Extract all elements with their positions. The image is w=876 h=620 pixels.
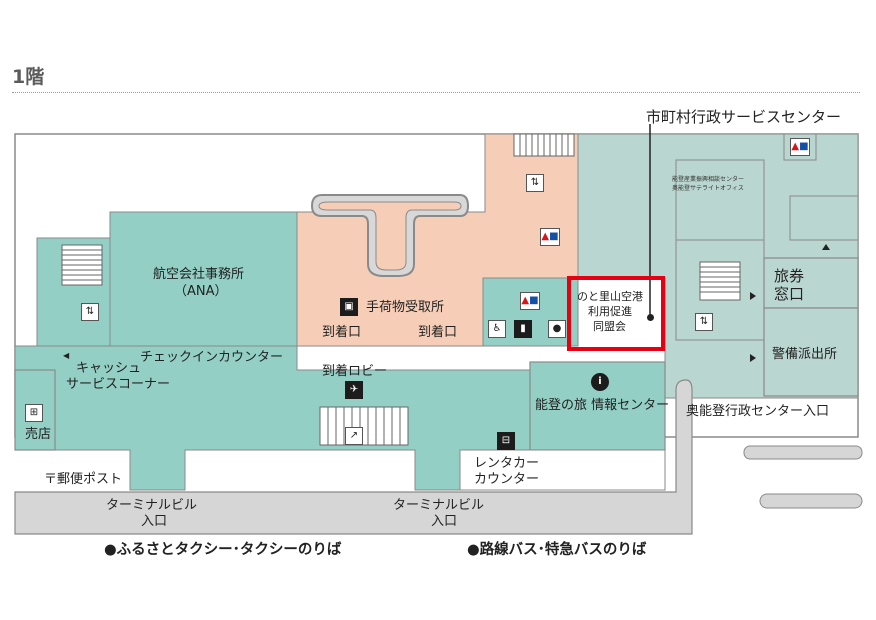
cashing-label-2: サービスコーナー: [66, 377, 171, 392]
city-service-center-label: 市町村行政サービスセンター: [646, 108, 842, 126]
arrow-office: [822, 244, 830, 250]
promotion-label-3: 同盟会: [593, 320, 626, 333]
postbox-label: 〒郵便ポスト: [44, 472, 123, 487]
airline-office-ana-label: （ANA）: [174, 284, 228, 299]
airline-office-label: 航空会社事務所: [153, 267, 245, 282]
west-staircase: [61, 244, 103, 286]
corridor-room: [675, 239, 765, 341]
shop-label: 売店: [25, 427, 52, 442]
floor-title: 1階: [12, 66, 45, 88]
escalator-icon: ↗: [345, 427, 363, 445]
arrival-lobby-label: 到着ロビー: [322, 364, 388, 379]
travel-window-label-1: 旅券: [774, 267, 805, 285]
industry-center-label-1: 能登産業振興相談センター: [672, 176, 745, 183]
elevator-icon: ⇅: [526, 174, 544, 192]
baggage-icon: ▣: [340, 298, 358, 316]
arrival-gate-right-label: 到着口: [418, 325, 458, 340]
north-staircase: [513, 133, 575, 157]
industry-center-label-2: 奥能登サテライトオフィス: [672, 185, 744, 192]
carousel-inner: [318, 201, 462, 271]
cashing-arrow-icon: ◀: [63, 351, 70, 360]
terminal-entrance-2-label: ターミナルビル: [393, 498, 485, 513]
baggage-claim-label: 手荷物受取所: [366, 300, 445, 315]
lobby-escalator: [319, 406, 409, 446]
police-box-label: 警備派出所: [772, 347, 838, 362]
floor-divider: [12, 92, 860, 93]
restroom-icon: ▲■: [520, 292, 540, 310]
restroom-icon: ▲■: [790, 138, 810, 156]
checkin-counter-label: チェックインカウンター: [140, 350, 284, 365]
terminal-entrance-1-sub: 入口: [141, 514, 168, 529]
rental-car-label-1: レンタカー: [474, 456, 540, 471]
terminal-entrance-1-label: ターミナルビル: [106, 498, 198, 513]
shop-icon: ⊞: [25, 404, 43, 422]
travel-window-label-2: 窓口: [774, 285, 805, 303]
restroom-room-right: [783, 133, 817, 161]
terminal-entrance-2-sub: 入口: [431, 514, 458, 529]
okunoto-entrance-label: 奥能登行政センター入口: [686, 404, 830, 419]
police-box-room: [763, 307, 859, 397]
nursing-room-icon: ●: [548, 320, 566, 338]
wheelchair-icon: ♿: [488, 320, 506, 338]
arrival-plane-icon: ✈: [345, 381, 363, 399]
elevator-icon: ⇅: [695, 313, 713, 331]
arrival-gate-left-label: 到着口: [322, 325, 362, 340]
promotion-label-1: のと里山空港: [577, 290, 643, 303]
promotion-alliance-highlight[interactable]: [567, 276, 665, 351]
restroom-icon: ▲■: [540, 228, 560, 246]
elevator-icon: ⇅: [81, 303, 99, 321]
info-icon: i: [591, 373, 609, 391]
rental-car-room: [459, 449, 666, 491]
walkway-strip-lower: [759, 493, 863, 509]
east-staircase: [699, 261, 741, 301]
exterior-walkway: [14, 379, 693, 535]
accessible-toilet-icon: ▮: [514, 320, 532, 338]
bus-stand-label: ●路線バス･特急バスのりば: [467, 542, 647, 558]
taxi-stand-label: ●ふるさとタクシー･タクシーのりば: [104, 542, 342, 558]
city-center-pointer-dot: [647, 314, 654, 321]
walkway-strip-upper: [743, 445, 863, 460]
rental-car-label-2: カウンター: [474, 472, 540, 487]
arrow-police-box: [750, 354, 756, 362]
promotion-label-2: 利用促進: [588, 305, 632, 318]
info-center-label: 能登の旅 情報センター: [535, 398, 670, 413]
office-room-right: [789, 195, 859, 241]
cashing-label-1: キャッシュ: [76, 361, 142, 376]
rental-car-icon: ⊟: [497, 432, 515, 450]
arrow-travel-window: [750, 292, 756, 300]
